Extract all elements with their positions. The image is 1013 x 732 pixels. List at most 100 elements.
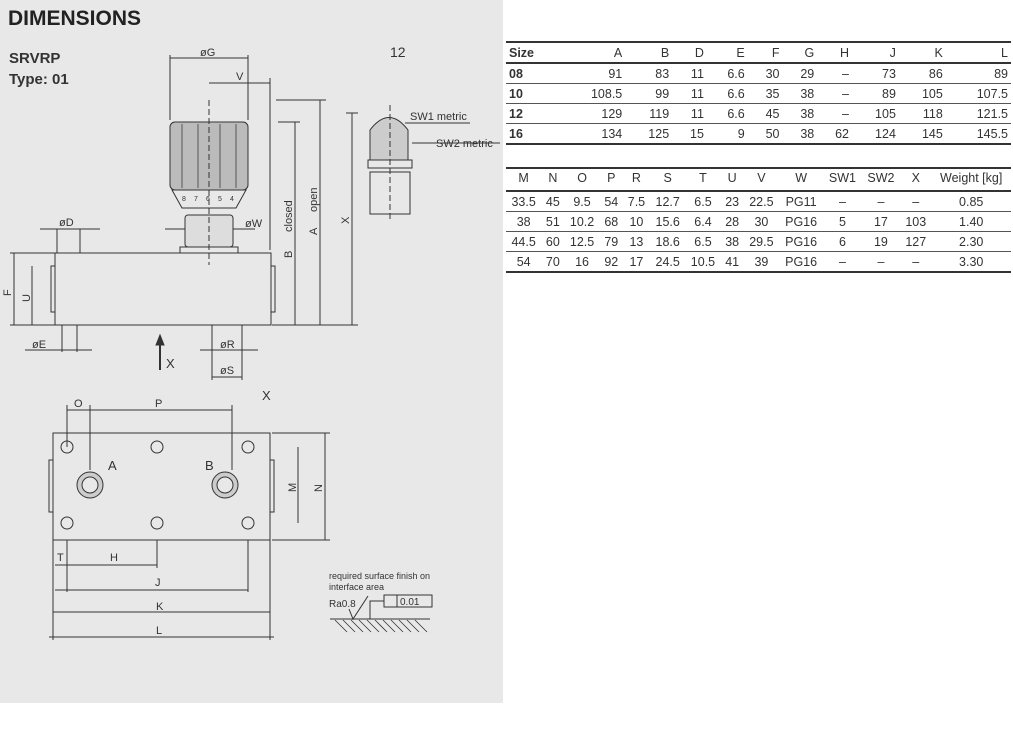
- column-header: M: [506, 168, 542, 192]
- svg-text:M: M: [287, 483, 299, 492]
- column-header: Size: [506, 42, 561, 64]
- table-cell: 10: [506, 83, 561, 104]
- svg-text:required surface finish on: required surface finish on: [329, 571, 430, 581]
- table-cell: 39: [743, 251, 780, 272]
- table-cell: 60: [541, 231, 565, 252]
- table-cell: 6.6: [706, 103, 748, 124]
- svg-text:4: 4: [230, 196, 234, 203]
- column-header: L: [945, 42, 1011, 64]
- table-cell: –: [912, 194, 920, 209]
- column-header: H: [817, 42, 852, 64]
- page-title: DIMENSIONS: [8, 7, 142, 30]
- table-cell: 7.5: [627, 194, 646, 209]
- table-cell: 2.30: [931, 231, 1011, 252]
- bottom-view-labels: O P X A B M N T H J K L: [57, 388, 325, 637]
- table-cell: 28: [720, 211, 744, 232]
- table-cell: 35: [747, 83, 783, 104]
- svg-text:X: X: [340, 216, 352, 224]
- table-cell: 30: [765, 66, 780, 81]
- side-view-detail: [367, 105, 500, 222]
- table-cell: 15: [672, 123, 707, 144]
- svg-text:øW: øW: [245, 218, 263, 230]
- table-cell: –: [817, 83, 852, 104]
- table-cell: 89: [852, 83, 899, 104]
- technical-drawing: øG V 12 øD øW closed B open A X F U øE ø…: [2, 44, 500, 640]
- column-header: SW2: [861, 168, 901, 192]
- svg-text:B: B: [205, 458, 214, 473]
- column-header: SW1: [823, 168, 862, 192]
- table-cell: 22.5: [749, 194, 774, 209]
- table-cell: 16: [506, 123, 561, 144]
- table-cell: 11: [672, 103, 707, 124]
- table-cell: –: [900, 251, 932, 272]
- table-cell: 12: [506, 103, 561, 124]
- svg-text:øE: øE: [32, 339, 46, 351]
- table-cell: 124: [852, 123, 899, 144]
- svg-text:L: L: [156, 625, 162, 637]
- table-cell: 6.5: [685, 231, 721, 252]
- table-cell: –: [817, 103, 852, 124]
- table-cell: 13: [622, 231, 651, 252]
- column-header: N: [541, 168, 565, 192]
- model-info: SRVRP Type: 01: [9, 48, 69, 90]
- table-cell: 105: [898, 83, 946, 104]
- table-cell: PG16: [779, 251, 824, 272]
- table-cell: –: [823, 251, 862, 272]
- table-cell: 45: [747, 103, 783, 124]
- table-cell: 08: [509, 66, 523, 81]
- table-cell: –: [838, 194, 846, 209]
- table-cell: 6.4: [685, 211, 721, 232]
- table-cell: 29: [800, 66, 815, 81]
- table-cell: 91: [608, 66, 623, 81]
- column-header: U: [720, 168, 744, 192]
- table-cell: 12.7: [655, 194, 680, 209]
- table-cell: 105: [852, 103, 899, 124]
- table-cell: 1.40: [931, 211, 1011, 232]
- svg-text:SW2 metric: SW2 metric: [436, 138, 493, 150]
- table-cell: –: [842, 66, 849, 81]
- svg-text:6: 6: [206, 196, 210, 203]
- column-header: F: [747, 42, 783, 64]
- table-cell: 68: [599, 211, 623, 232]
- table-cell: 15.6: [650, 211, 686, 232]
- table-cell: 19: [861, 231, 901, 252]
- table-cell: 50: [747, 123, 783, 144]
- table-cell: 38: [782, 103, 818, 124]
- svg-text:interface area: interface area: [329, 582, 384, 592]
- table-cell: 10: [622, 211, 651, 232]
- table-cell: 118: [898, 103, 946, 124]
- svg-text:K: K: [156, 601, 164, 613]
- column-header: B: [625, 42, 673, 64]
- table-cell: 10.5: [685, 251, 721, 272]
- svg-text:8: 8: [182, 196, 186, 203]
- model-type: Type: 01: [9, 71, 69, 88]
- table-cell: 6.6: [727, 66, 745, 81]
- model-name: SRVRP: [9, 50, 61, 67]
- table-cell: 18.6: [650, 231, 686, 252]
- table-cell: 62: [817, 123, 852, 144]
- table-cell: 29.5: [743, 231, 780, 252]
- table-cell: 17: [861, 211, 901, 232]
- table-cell: 134: [560, 123, 626, 144]
- table-cell: 92: [599, 251, 623, 272]
- svg-text:øS: øS: [220, 365, 234, 377]
- table-cell: 41: [720, 251, 744, 272]
- svg-text:H: H: [110, 552, 118, 564]
- table-cell: 45: [545, 194, 560, 209]
- table-cell: 44.5: [506, 231, 542, 252]
- table-cell: 125: [625, 123, 673, 144]
- svg-text:V: V: [236, 71, 244, 83]
- table-cell: 107.5: [945, 83, 1011, 104]
- table-cell: 70: [541, 251, 565, 272]
- table-cell: 5: [823, 211, 862, 232]
- svg-text:P: P: [155, 398, 162, 410]
- svg-text:N: N: [313, 484, 325, 492]
- bottom-view: [48, 405, 330, 640]
- svg-text:X: X: [166, 356, 175, 371]
